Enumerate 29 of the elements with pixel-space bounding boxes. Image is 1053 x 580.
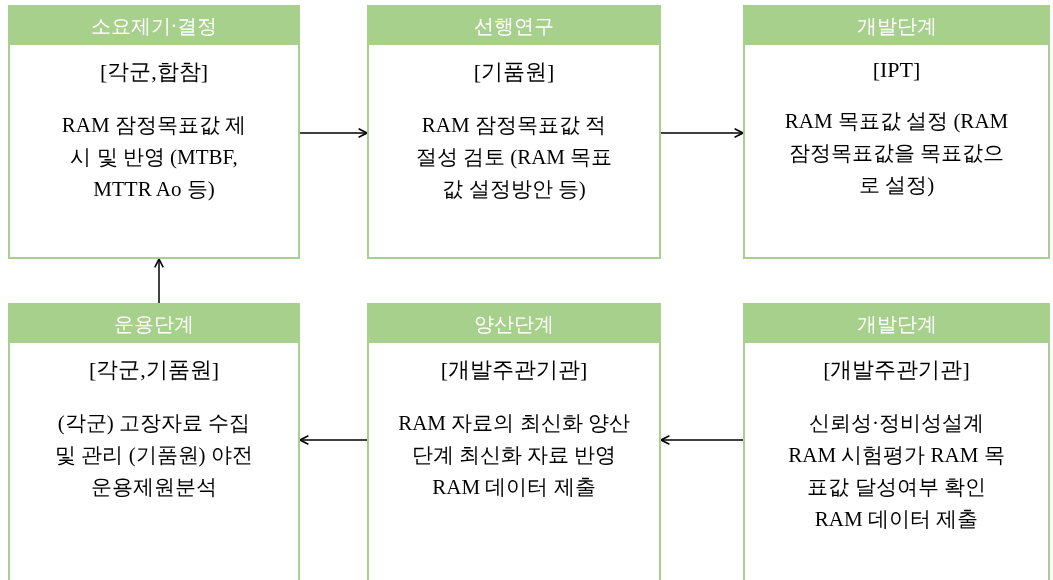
stage-box	[367, 303, 661, 580]
stage-description: (각군) 고장자료 수집 및 관리 (기품원) 야전운용제원분석	[54, 410, 254, 501]
agency-label: [개발주관기관]	[822, 356, 971, 384]
agency-label: [각군,기품원]	[87, 356, 221, 384]
arrow	[660, 435, 744, 445]
stage-header: 소요제기·결정	[10, 7, 298, 45]
stage-description: RAM 잠정목표값 제시 및 반영 (MTBF, MTTR Ao 등)	[60, 112, 248, 203]
arrow	[299, 435, 368, 445]
stage-box	[8, 5, 300, 259]
stage-header: 개발단계	[745, 305, 1048, 343]
stage-box	[8, 303, 300, 580]
stage-description: RAM 자료의 최신화 양산단계 최신화 자료 반영 RAM 데이터 제출	[397, 410, 631, 501]
stage-header: 운용단계	[10, 305, 298, 343]
stage-box	[743, 303, 1050, 580]
agency-label: [기품원]	[472, 58, 556, 86]
arrow	[660, 128, 744, 138]
agency-label: [개발주관기관]	[439, 356, 589, 384]
stage-description: RAM 목표값 설정 (RAM 잠정목표값을 목표값으로 설정)	[783, 108, 1010, 199]
arrow	[299, 128, 368, 138]
stage-description: RAM 잠정목표값 적절성 검토 (RAM 목표값 설정방안 등)	[414, 112, 614, 203]
stage-header: 양산단계	[369, 305, 659, 343]
agency-label: [IPT]	[871, 57, 922, 83]
stage-description: 신뢰성·정비성설계 RAM 시험평가 RAM 목표값 달성여부 확인 RAM 데이터 제출	[787, 410, 1006, 533]
stage-box	[743, 5, 1050, 259]
stage-header: 선행연구	[369, 7, 659, 45]
stage-box	[367, 5, 661, 259]
arrow	[154, 258, 164, 304]
stage-header: 개발단계	[745, 7, 1048, 45]
agency-label: [각군,합참]	[98, 58, 210, 86]
